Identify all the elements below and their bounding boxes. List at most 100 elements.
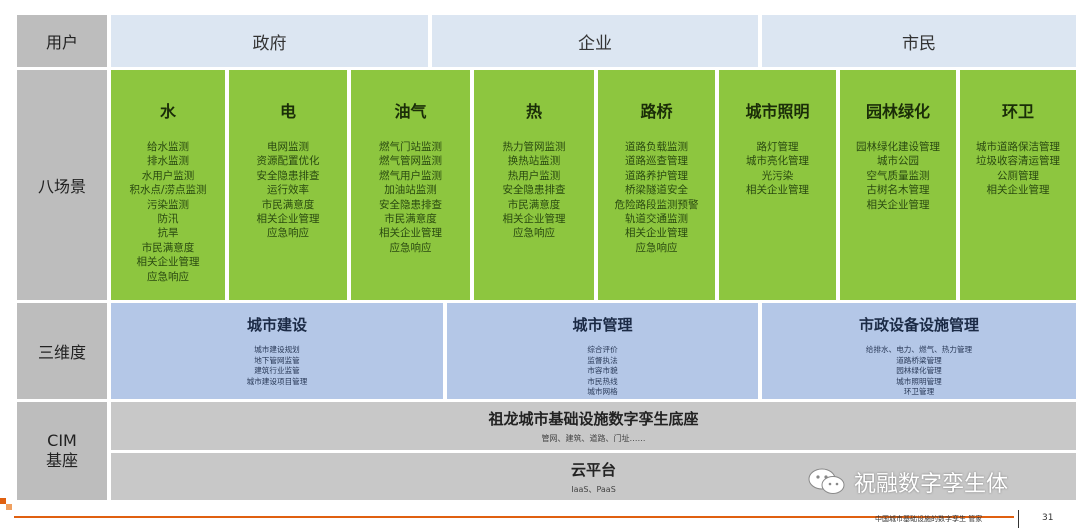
scene-title: 热 [525, 102, 542, 121]
scene-item: 应急响应 [389, 241, 432, 254]
dimension-item: 监督执法 [587, 355, 618, 365]
scene-column: 油气燃气门站监测燃气管网监测燃气用户监测加油站监测安全隐患排查市民满意度相关企业… [351, 70, 470, 300]
scene-item: 道路负载监测 [625, 141, 688, 153]
scene-item: 防汛 [157, 213, 179, 226]
scene-item: 应急响应 [147, 270, 189, 283]
scene-item: 光污染 [761, 169, 794, 182]
scene-title: 水 [159, 102, 176, 121]
scene-item: 相关企业管理 [256, 213, 320, 226]
dimension-item: 给排水、电力、燃气、热力管理 [865, 345, 973, 354]
scene-item: 安全隐患排查 [379, 198, 442, 211]
scene-item: 市民满意度 [507, 198, 561, 211]
scene-item: 轨道交通监测 [625, 213, 688, 226]
cloud-platform-subtitle: IaaS、PaaS [571, 484, 616, 494]
dimension-title: 城市建设 [246, 316, 307, 334]
scene-item: 园林绿化建设管理 [856, 141, 940, 153]
scene-title: 电 [279, 102, 296, 121]
scene-item: 相关企业管理 [502, 213, 566, 226]
scene-item: 城市公园 [877, 155, 919, 168]
dimension-panel: 城市建设城市建设规划地下管网监管建筑行业监管城市建设项目管理 [111, 303, 443, 399]
scene-item: 安全隐患排查 [502, 184, 566, 197]
dimension-item: 地下管网监管 [254, 355, 300, 365]
scene-item: 市民满意度 [384, 213, 437, 226]
scene-item: 垃圾收容清运管理 [976, 155, 1060, 168]
scene-column: 环卫城市道路保洁管理垃圾收容清运管理公厕管理相关企业管理 [960, 70, 1076, 300]
dimension-item: 道路桥梁管理 [896, 355, 942, 365]
user-enterprise: 企业 [432, 15, 758, 67]
scene-item: 给水监测 [147, 141, 189, 153]
twin-base-panel: 祖龙城市基础设施数字孪生底座 管网、建筑、道路、门址…… [111, 402, 1076, 450]
scene-title: 环卫 [1001, 102, 1034, 121]
footer-logo-mark [0, 498, 14, 512]
scene-column: 电电网监测资源配置优化安全隐患排查运行效率市民满意度相关企业管理应急响应 [229, 70, 347, 300]
scene-item: 相关企业管理 [136, 256, 200, 269]
dimension-item: 市容市貌 [587, 366, 618, 376]
scene-column: 园林绿化园林绿化建设管理城市公园空气质量监测古树名木管理相关企业管理 [840, 70, 956, 300]
scene-title: 油气 [394, 102, 427, 121]
scene-title: 城市照明 [745, 102, 810, 121]
scene-item: 空气质量监测 [866, 169, 930, 182]
cloud-platform-panel: 云平台 IaaS、PaaS [111, 453, 1076, 500]
scene-item: 相关企业管理 [866, 198, 930, 211]
scene-item: 水用户监测 [141, 169, 195, 182]
row-label-users: 用户 [17, 15, 107, 67]
scene-item: 桥梁隧道安全 [625, 184, 688, 197]
scene-item: 资源配置优化 [256, 155, 320, 168]
scene-item: 积水点/涝点监测 [129, 184, 207, 197]
scene-column: 水给水监测排水监测水用户监测积水点/涝点监测污染监测防汛抗旱市民满意度相关企业管… [111, 70, 225, 300]
dimension-item: 市民热线 [587, 376, 618, 386]
scene-item: 相关企业管理 [746, 184, 809, 197]
scene-item: 城市道路保洁管理 [976, 141, 1060, 153]
dimension-item: 园林绿化管理 [896, 366, 942, 376]
cloud-platform-title: 云平台 [570, 460, 616, 479]
scene-title: 路桥 [640, 102, 673, 121]
scene-item: 道路养护管理 [625, 169, 688, 182]
dimension-item: 城市网格 [587, 387, 618, 397]
watermark-text: 祝融数字孪生体 [854, 472, 1009, 497]
scene-item: 换热站监测 [507, 155, 561, 168]
scene-title: 园林绿化 [865, 102, 930, 121]
dimension-item: 综合评价 [587, 345, 618, 354]
scene-item: 应急响应 [513, 227, 555, 240]
scene-item: 市民满意度 [261, 198, 315, 211]
scene-column: 城市照明路灯管理城市亮化管理光污染相关企业管理 [719, 70, 836, 300]
scene-column: 路桥道路负载监测道路巡查管理道路养护管理桥梁隧道安全危险路段监测预警轨道交通监测… [598, 70, 715, 300]
scene-item: 应急响应 [267, 227, 309, 240]
scene-item: 燃气用户监测 [379, 169, 442, 182]
scene-item: 古树名木管理 [866, 184, 930, 197]
row-label-scenes: 八场景 [17, 70, 107, 300]
dimension-item: 城市照明管理 [896, 376, 942, 386]
user-citizen: 市民 [762, 15, 1076, 67]
scene-item: 相关企业管理 [379, 227, 442, 240]
user-government: 政府 [111, 15, 428, 67]
scene-column: 热热力管网监测换热站监测热用户监测安全隐患排查市民满意度相关企业管理应急响应 [474, 70, 594, 300]
watermark: 祝融数字孪生体 [808, 464, 1008, 500]
scene-item: 运行效率 [267, 184, 309, 197]
scene-item: 相关企业管理 [625, 227, 688, 240]
scene-item: 道路巡查管理 [625, 155, 688, 168]
scene-item: 城市亮化管理 [746, 155, 809, 168]
footer-divider [1018, 510, 1019, 528]
footer-rule [14, 516, 1014, 518]
dimension-item: 建筑行业监管 [254, 366, 300, 376]
scene-item: 应急响应 [635, 241, 678, 254]
scene-item: 电网监测 [267, 141, 309, 153]
row-label-dimensions: 三维度 [17, 303, 107, 399]
scene-item: 热用户监测 [507, 169, 561, 182]
dimension-item: 环卫管理 [903, 387, 935, 397]
scene-item: 污染监测 [147, 198, 189, 211]
dimension-panel: 城市管理综合评价监督执法市容市貌市民热线城市网格 [447, 303, 758, 399]
scene-item: 排水监测 [147, 155, 189, 168]
scene-item: 相关企业管理 [986, 184, 1050, 197]
scene-item: 安全隐患排查 [256, 169, 320, 182]
scene-item: 加油站监测 [384, 184, 437, 197]
footer-text: 中国城市基础设施的数字孪生 管家 [875, 515, 983, 523]
scene-item: 路灯管理 [756, 141, 799, 153]
dimension-title: 城市管理 [572, 316, 633, 334]
dimension-panel: 市政设备设施管理给排水、电力、燃气、热力管理道路桥梁管理园林绿化管理城市照明管理… [762, 303, 1076, 399]
page-number: 31 [1042, 513, 1054, 523]
dimension-item: 城市建设规划 [254, 345, 300, 354]
scene-item: 燃气门站监测 [379, 141, 442, 153]
scene-item: 抗旱 [157, 227, 179, 240]
scene-item: 燃气管网监测 [379, 155, 442, 168]
